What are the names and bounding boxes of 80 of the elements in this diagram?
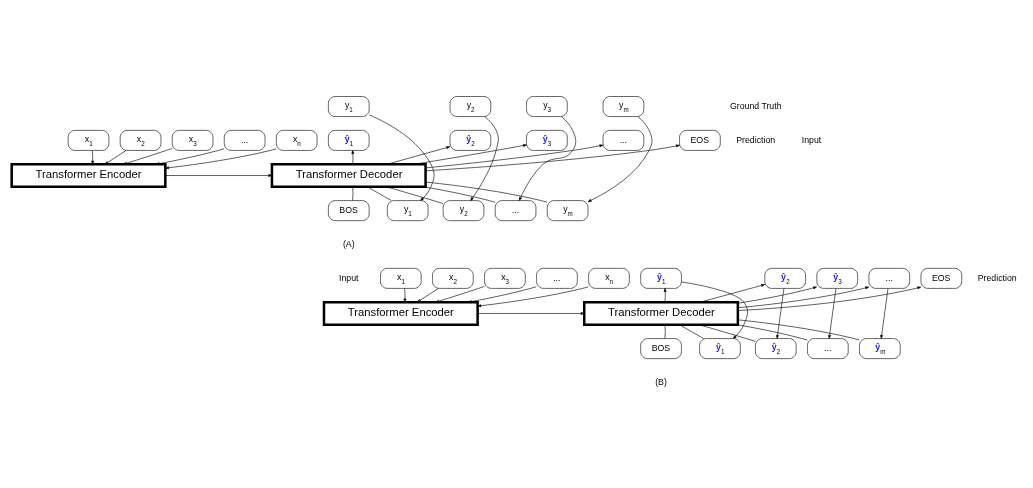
connector: [425, 181, 548, 202]
arrow: [403, 287, 407, 302]
arrow: [414, 143, 527, 165]
arrow: [416, 287, 439, 302]
node-box: BOS: [328, 199, 370, 221]
connector: [664, 324, 666, 339]
node-box: ...: [807, 337, 849, 359]
arrow: [386, 145, 451, 164]
node-box: x$_{3}$: [171, 129, 214, 151]
node-box: x$_{3}$: [484, 267, 526, 289]
arrow: [123, 147, 173, 165]
node-box: x$_{1}$: [67, 129, 110, 151]
node-box: x$_{n}$: [588, 267, 630, 289]
connector: [737, 319, 860, 340]
node-box: ŷ$_{1}$: [699, 337, 741, 359]
arrow: [425, 143, 604, 168]
label: Ground Truth: [729, 100, 782, 111]
node-box: y$_{3}$: [526, 95, 568, 117]
arrow: [587, 115, 653, 202]
node-box: ŷ$_{2}$: [449, 129, 492, 151]
arrow: [165, 148, 277, 169]
node-box: x$_{2}$: [119, 129, 162, 151]
arrow: [477, 286, 589, 307]
arrow: [435, 285, 485, 303]
node-box: y$_{m}$: [602, 95, 645, 117]
node-box: ...: [868, 267, 910, 289]
label: (A): [342, 238, 355, 249]
node-box: ŷ$_{1}$: [640, 267, 682, 289]
arrow: [828, 287, 837, 339]
node-box: y$_{2}$: [442, 199, 485, 221]
label: Input: [801, 134, 822, 145]
node-box: y$_{1}$: [387, 199, 429, 221]
node-box: x$_{n}$: [276, 129, 318, 151]
node-box: x$_{2}$: [432, 267, 474, 289]
arrow: [880, 287, 889, 339]
arrow: [519, 115, 577, 201]
arrow: [369, 114, 435, 201]
node-box: ...: [602, 129, 645, 151]
arrow: [737, 286, 922, 311]
node-box: ŷ$_{1}$: [328, 129, 370, 151]
arrow: [165, 173, 273, 177]
label: (B): [655, 376, 667, 387]
arrow: [737, 286, 869, 308]
node-box: y$_{m}$: [546, 199, 589, 221]
label: Prediction: [977, 272, 1017, 283]
label: Prediction: [736, 134, 776, 145]
connector: [737, 323, 808, 340]
arrow: [776, 287, 785, 339]
arrow: [468, 285, 537, 303]
arrow: [351, 149, 355, 164]
node-box: ...: [223, 129, 266, 151]
node-box: x$_{1}$: [380, 267, 422, 289]
arrow: [663, 287, 667, 302]
connector: [423, 186, 496, 203]
connector: [386, 186, 444, 204]
node-box: ...: [494, 199, 537, 221]
label: Input: [339, 272, 359, 283]
arrow: [737, 285, 817, 304]
node-box: BOS: [640, 337, 682, 359]
arrow: [425, 144, 680, 171]
connector: [367, 186, 392, 201]
connector: [699, 324, 756, 342]
node-box: ŷ$_{3}$: [816, 267, 858, 289]
arrow: [155, 147, 225, 165]
arrow: [477, 311, 585, 315]
node-box: ...: [536, 267, 578, 289]
node-box: EOS: [679, 129, 721, 151]
node-box: EOS: [920, 267, 963, 289]
arrow: [104, 149, 127, 164]
node-box: y$_{2}$: [449, 95, 492, 117]
node-box: y$_{1}$: [328, 95, 370, 117]
arrow: [470, 115, 499, 201]
connector: [679, 324, 704, 339]
arrow: [91, 149, 95, 164]
node-box: ŷ$_{3}$: [526, 129, 568, 151]
arrow: [681, 281, 748, 339]
connector: [352, 186, 354, 201]
node-box: ŷ$_{m}$: [859, 337, 901, 359]
node-box: ŷ$_{2}$: [755, 337, 797, 359]
node-box: ŷ$_{2}$: [764, 267, 806, 289]
